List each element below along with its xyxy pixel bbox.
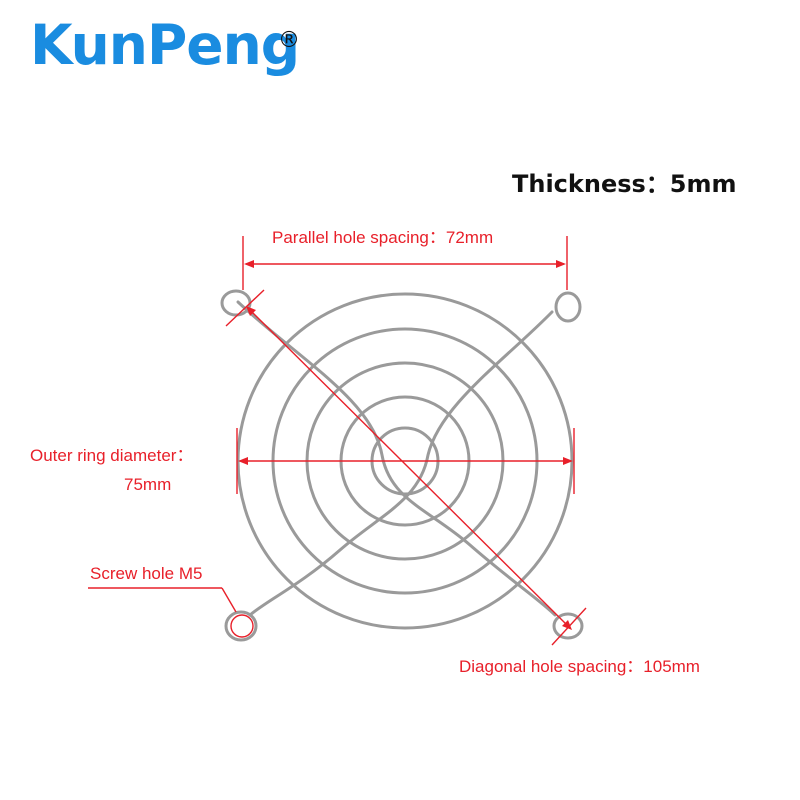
eyelet-top-right: [554, 291, 582, 323]
brand-logo: KunPeng: [30, 13, 300, 77]
diagonal-arrow-top-left: [246, 306, 256, 316]
parallel-spacing-dimension: [242, 236, 568, 290]
outer-ring-diameter-label: Outer ring diameter：: [30, 446, 194, 465]
registered-trademark-mark: ®: [278, 28, 300, 53]
outer-diameter-dimension: [236, 428, 575, 494]
strut-top-right-to-bottom-left: [248, 310, 554, 617]
eyelet-bottom-left: [224, 610, 258, 642]
diagonal-dimension-line: [247, 307, 571, 629]
fan-guard-wire-grill: [220, 289, 584, 642]
outer-arrow-right: [563, 457, 573, 465]
screw-hole-marker-circle: [230, 614, 254, 638]
support-struts: [236, 300, 557, 617]
mounting-eyelets: [220, 289, 584, 642]
diagonal-tick-top-left: [225, 289, 265, 327]
screw-hole-callout: [88, 587, 254, 638]
outer-arrow-left: [238, 457, 248, 465]
screw-hole-label: Screw hole M5: [90, 564, 203, 583]
parallel-arrow-left: [244, 260, 254, 268]
screw-hole-leader-diagonal: [221, 587, 237, 613]
thickness-label: Thickness：5mm: [512, 170, 737, 198]
outer-ring-diameter-value: 75mm: [124, 475, 172, 494]
eyelet-top-left: [220, 289, 252, 317]
diagonal-hole-spacing-label: Diagonal hole spacing：105mm: [459, 657, 700, 676]
parallel-arrow-right: [556, 260, 566, 268]
dimension-annotations: [88, 236, 587, 646]
diagonal-arrow-bottom-right: [562, 620, 572, 630]
strut-top-left-to-bottom-right: [236, 300, 557, 617]
parallel-hole-spacing-label: Parallel hole spacing：72mm: [272, 228, 494, 247]
diagonal-spacing-dimension: [225, 289, 587, 646]
eyelet-bottom-right: [552, 612, 584, 640]
